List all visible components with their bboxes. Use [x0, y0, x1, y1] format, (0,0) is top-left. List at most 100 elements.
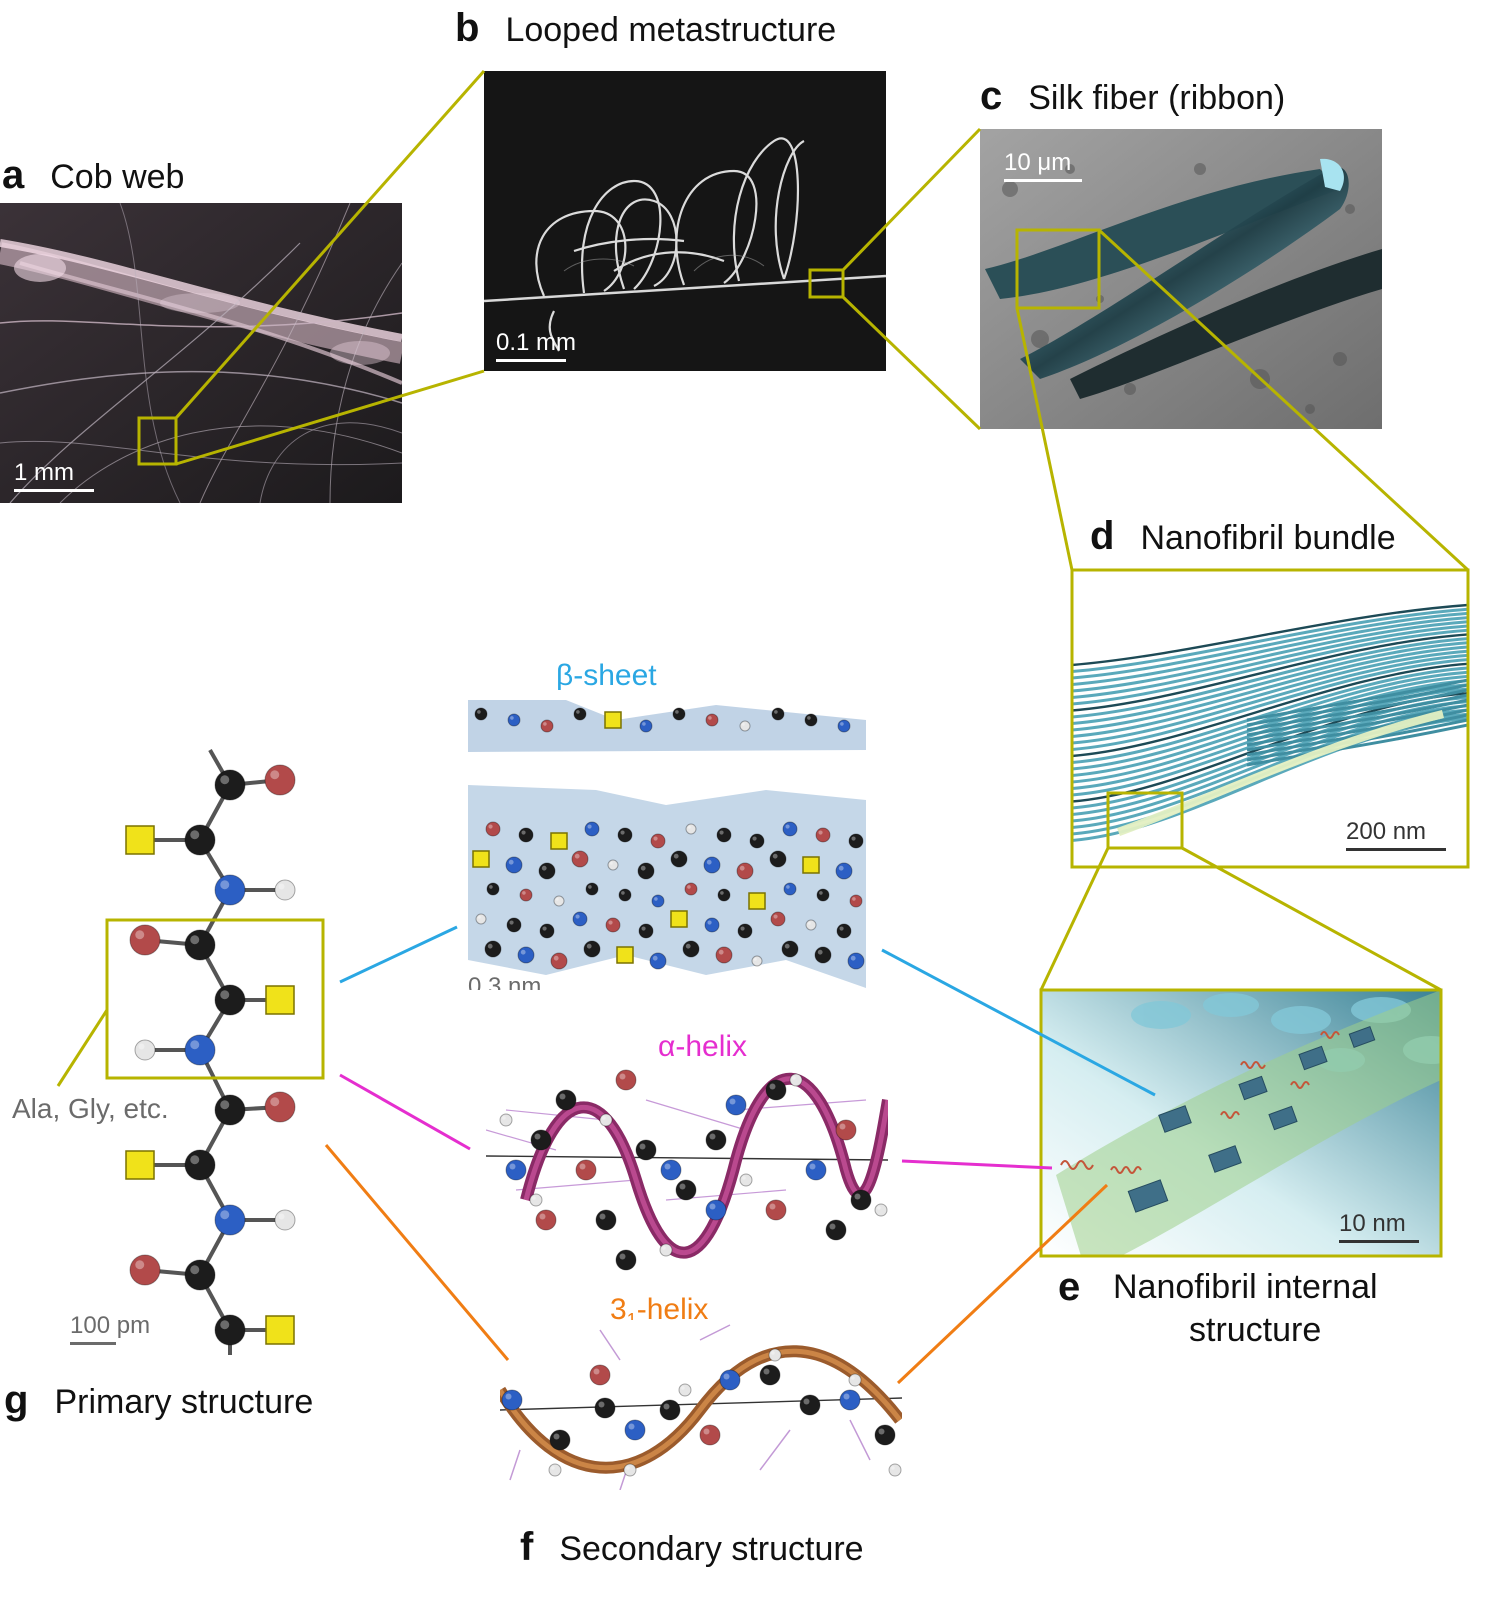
- atom-H: [848, 1373, 862, 1387]
- zoom-box-a: [137, 416, 178, 466]
- atom-highlight: [819, 891, 823, 895]
- atom-C: [555, 1089, 577, 1111]
- atom-highlight: [190, 1040, 200, 1050]
- panel-e-label: e: [1058, 1267, 1106, 1307]
- atom-highlight: [843, 1393, 850, 1400]
- atom-highlight: [709, 1203, 716, 1210]
- atom-C: [486, 882, 500, 896]
- atom-O: [535, 1209, 557, 1231]
- atom-highlight: [135, 1260, 145, 1270]
- atom-highlight: [220, 1210, 230, 1220]
- connector-helix31-right: [896, 1183, 1109, 1385]
- atom-H: [659, 1243, 673, 1257]
- atom-C: [781, 940, 799, 958]
- frame-e: [1039, 988, 1443, 1258]
- primary-scale-bar: [70, 1342, 116, 1345]
- atom-C: [759, 1364, 781, 1386]
- atom-highlight: [575, 914, 580, 919]
- atom-highlight: [850, 955, 856, 961]
- connector-b-c-top: [841, 127, 982, 272]
- panel-a-scale-text: 1 mm: [14, 459, 74, 486]
- atom-O: [550, 952, 568, 970]
- atom-H: [874, 1203, 888, 1217]
- atom-highlight: [742, 1176, 746, 1180]
- atom-highlight: [673, 853, 679, 859]
- side-chain-cube: [616, 946, 634, 964]
- atom-H: [274, 879, 296, 901]
- atom-C: [659, 1399, 681, 1421]
- atom-N: [703, 856, 721, 874]
- panel-c-letter: c: [980, 74, 1003, 118]
- nanofibril-bundle: [1072, 603, 1468, 842]
- fibril-line: [1072, 624, 1468, 699]
- atom-H: [499, 1113, 513, 1127]
- atom-C: [214, 1094, 246, 1126]
- atom-highlight: [784, 943, 790, 949]
- atom-highlight: [706, 859, 712, 865]
- atom-H: [529, 1193, 543, 1207]
- atom-highlight: [851, 836, 856, 841]
- atom-O: [835, 1119, 857, 1141]
- atom-C: [836, 923, 852, 939]
- atom-C: [615, 1249, 637, 1271]
- atom-highlight: [220, 1320, 230, 1330]
- atom-highlight: [190, 1155, 200, 1165]
- beta-sheet-label: β-sheet: [556, 659, 657, 692]
- panel-d-scale-text: 200 nm: [1346, 818, 1427, 845]
- side-chain-cube: [265, 985, 295, 1015]
- atom-H: [678, 1383, 692, 1397]
- atom-O: [849, 894, 863, 908]
- panel-b-letter: b: [455, 6, 480, 50]
- atom-highlight: [539, 1213, 546, 1220]
- atom-highlight: [807, 921, 811, 925]
- atom-N: [835, 862, 853, 880]
- helix31-label-main: 3: [610, 1293, 627, 1326]
- atom-N: [719, 1369, 741, 1391]
- atom-C: [618, 888, 632, 902]
- panel-c-scale: 10 μm: [1004, 151, 1082, 182]
- atom-highlight: [587, 824, 592, 829]
- atom-C: [214, 769, 246, 801]
- panel-c-image: 10 μm: [980, 129, 1382, 429]
- atom-highlight: [532, 1196, 536, 1200]
- cobweb-strands: [0, 203, 402, 503]
- panel-e-title-1: Nanofibril internal: [1113, 1268, 1378, 1306]
- beta-atoms: [472, 707, 865, 970]
- atom-highlight: [619, 1073, 626, 1080]
- atom-highlight: [652, 955, 658, 961]
- atom-C: [214, 1314, 246, 1346]
- atom-C: [585, 882, 599, 896]
- atom-highlight: [785, 824, 790, 829]
- atom-N: [214, 1204, 246, 1236]
- atom-highlight: [707, 920, 712, 925]
- atom-N: [839, 1389, 861, 1411]
- atom-N: [725, 1094, 747, 1116]
- atom-O: [765, 1199, 787, 1221]
- panel-a-letter: a: [2, 153, 25, 197]
- atom-highlight: [543, 722, 547, 726]
- atom-highlight: [487, 943, 493, 949]
- atom-H: [274, 1209, 296, 1231]
- atom-C: [617, 827, 633, 843]
- atom-highlight: [508, 859, 514, 865]
- panel-g-letter: g: [4, 1378, 29, 1422]
- panel-e-image: 10 nm: [1041, 990, 1441, 1256]
- atom-highlight: [551, 1466, 555, 1470]
- atom-highlight: [586, 943, 592, 949]
- atom-highlight: [769, 1203, 776, 1210]
- atom-highlight: [220, 1100, 230, 1110]
- atom-O: [615, 1069, 637, 1091]
- atom-N: [517, 946, 535, 964]
- atom-O: [519, 888, 533, 902]
- atom-highlight: [786, 885, 790, 889]
- panel-d-scale: 200 nm: [1346, 820, 1446, 851]
- atom-O: [264, 1091, 296, 1123]
- fibril-line: [1072, 637, 1468, 719]
- atom-highlight: [598, 1401, 605, 1408]
- fibril-line: [1246, 723, 1468, 767]
- atom-highlight: [602, 1116, 606, 1120]
